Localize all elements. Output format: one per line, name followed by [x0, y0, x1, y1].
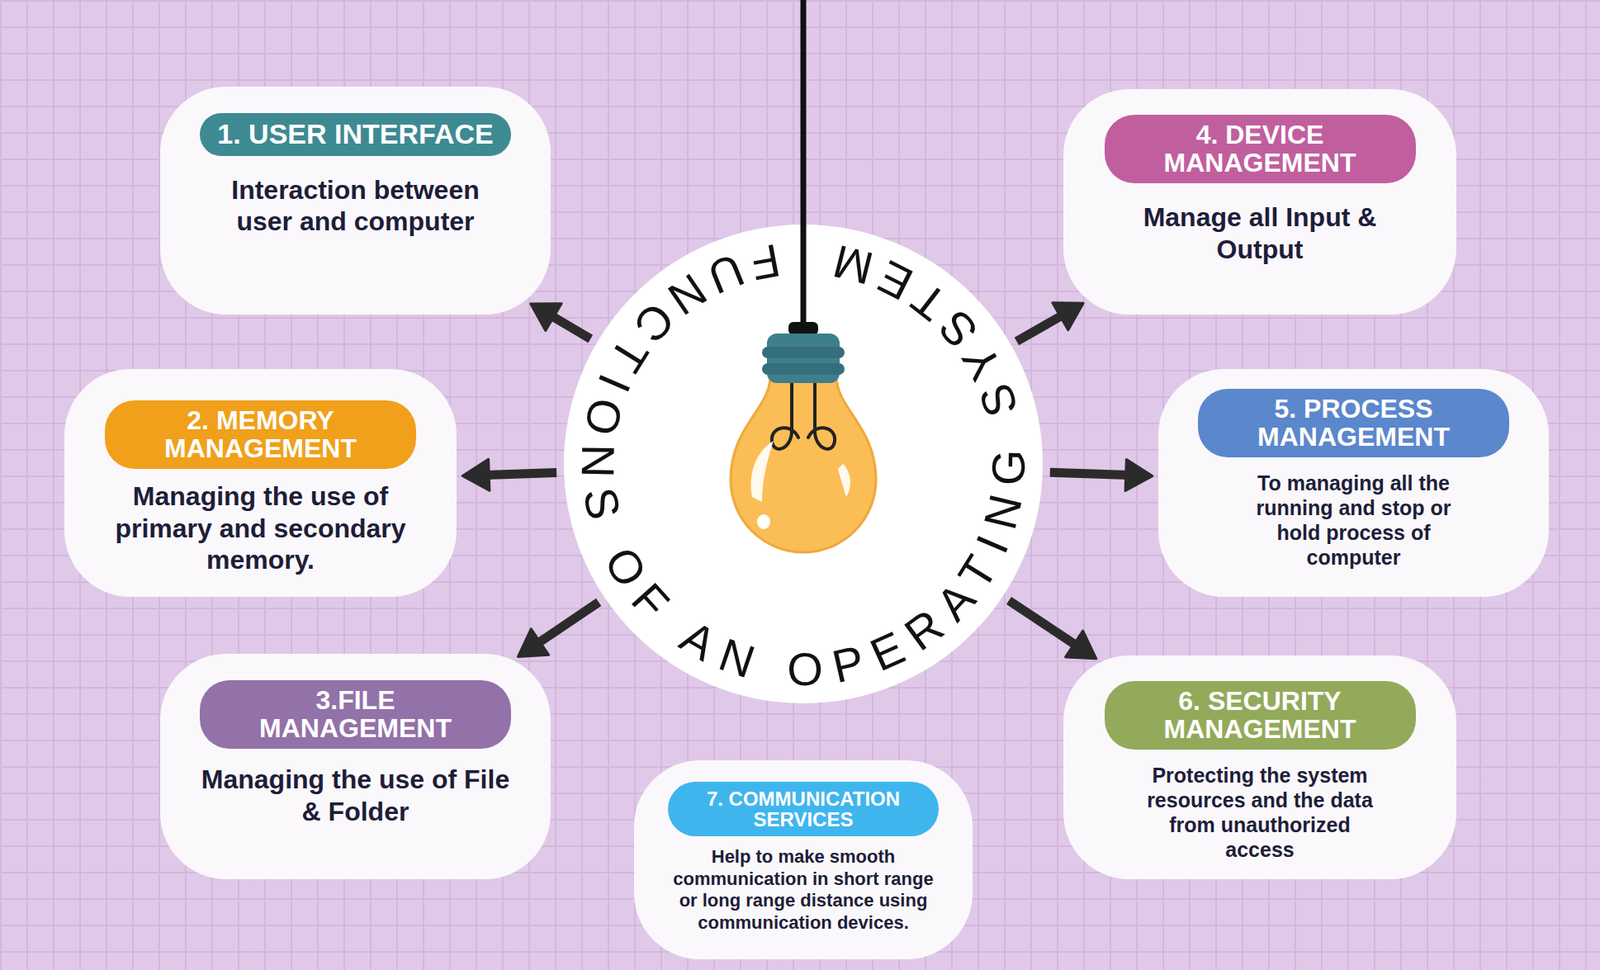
heading-text: 7. COMMUNICATION SERVICES: [679, 788, 928, 830]
circle-art: FUNCTIONS OF AN OPERATING SYSTEM: [563, 224, 1043, 704]
bulb-cord: [800, 0, 807, 327]
heading-pill: 5. PROCESS MANAGEMENT: [1197, 388, 1510, 458]
function-card: 7. COMMUNICATION SERVICES Help to make sm…: [634, 760, 973, 960]
arrow-shaft: [1050, 472, 1130, 475]
bulb-highlight: [751, 440, 774, 502]
function-card: 1. USER INTERFACE Interaction between use…: [160, 86, 551, 315]
bulb-glass: [730, 378, 876, 553]
description-text: Interaction between user and computer: [215, 174, 497, 238]
bulb-highlight: [757, 514, 771, 530]
heading-pill: 7. COMMUNICATION SERVICES: [667, 781, 939, 837]
arrow-shaft: [485, 473, 557, 476]
flow-arrow: [530, 303, 592, 340]
function-card: 5. PROCESS MANAGEMENT To managing all the…: [1158, 369, 1549, 597]
arrow-shaft: [1008, 601, 1078, 647]
arrow-head: [518, 629, 550, 658]
flow-arrow: [518, 601, 600, 657]
heading-text: 2. MEMORY MANAGEMENT: [137, 407, 385, 463]
heading-pill: 3.FILE MANAGEMENT: [199, 680, 512, 749]
heading-text: 3.FILE MANAGEMENT: [231, 686, 480, 743]
title-text: FUNCTIONS OF AN OPERATING SYSTEM: [572, 234, 1036, 696]
function-card: 2. MEMORY MANAGEMENT Managing the use of …: [64, 369, 457, 597]
flow-arrow: [462, 459, 557, 491]
arrow-head: [530, 303, 562, 332]
heading-text: 6. SECURITY MANAGEMENT: [1136, 687, 1384, 744]
heading-text: 5. PROCESS MANAGEMENT: [1230, 395, 1478, 451]
bulb-socket-rib: [762, 346, 845, 359]
arrow-head: [1125, 459, 1153, 492]
description-text: Help to make smooth communication in sho…: [670, 846, 937, 934]
function-card: 3.FILE MANAGEMENT Managing the use of Fil…: [160, 653, 551, 880]
flow-arrow: [1008, 601, 1097, 659]
flow-arrow: [1016, 302, 1084, 342]
arrow-head: [1065, 630, 1097, 659]
function-card: 6. SECURITY MANAGEMENT Protecting the sys…: [1063, 655, 1457, 880]
center-circle: FUNCTIONS OF AN OPERATING SYSTEM: [563, 224, 1043, 704]
heading-text: 1. USER INTERFACE: [217, 119, 493, 150]
heading-pill: 1. USER INTERFACE: [199, 113, 512, 157]
flow-arrow: [1050, 459, 1153, 492]
arrow-head: [462, 459, 490, 491]
function-card: 4. DEVICE MANAGEMENT Manage all Input & O…: [1063, 89, 1457, 315]
bulb-highlight: [837, 463, 851, 498]
description-text: Protecting the system resources and the …: [1142, 762, 1378, 862]
heading-pill: 2. MEMORY MANAGEMENT: [104, 400, 417, 469]
heading-text: 4. DEVICE MANAGEMENT: [1136, 121, 1384, 177]
arrow-shaft: [550, 315, 591, 339]
description-text: To managing all the running and stop or …: [1250, 470, 1458, 570]
arrow-shaft: [537, 601, 600, 644]
bulb-cap: [788, 321, 819, 336]
arrow-head: [1052, 302, 1084, 331]
bulb-socket-rib: [762, 363, 845, 375]
heading-pill: 6. SECURITY MANAGEMENT: [1104, 681, 1416, 750]
bulb-filament: [771, 383, 835, 450]
description-text: Manage all Input & Output: [1127, 201, 1392, 266]
heading-pill: 4. DEVICE MANAGEMENT: [1104, 114, 1416, 184]
title-text-path: FUNCTIONS OF AN OPERATING SYSTEM: [572, 234, 1036, 696]
arrow-shaft: [1016, 314, 1063, 341]
description-text: Managing the use of File & Folder: [194, 763, 517, 828]
description-text: Managing the use of primary and secondar…: [95, 480, 427, 576]
